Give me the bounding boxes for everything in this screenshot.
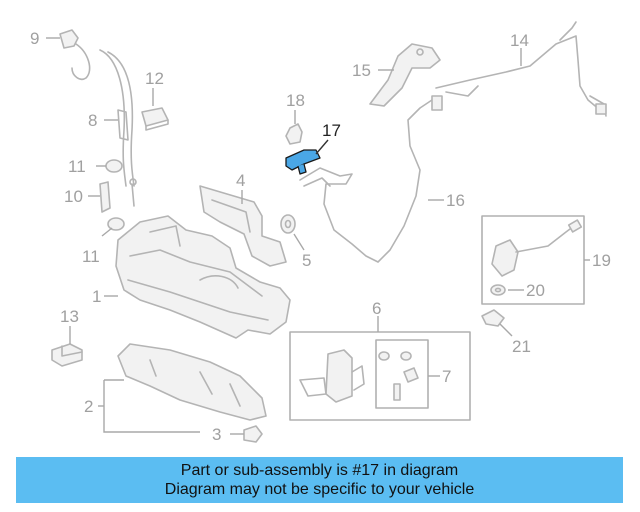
callout-10: 10: [64, 187, 83, 206]
part-9-clip: [59, 29, 135, 187]
info-banner: Part or sub-assembly is #17 in diagram D…: [16, 457, 623, 503]
part-11-clamp-upper: [105, 159, 123, 173]
callout-14: 14: [510, 31, 529, 50]
part-7-box: [375, 339, 429, 409]
part-10-bracket: [99, 181, 111, 213]
part-21-seal: [481, 309, 505, 327]
callout-7: 7: [442, 367, 451, 386]
callout-8: 8: [88, 111, 97, 130]
callout-2: 2: [84, 397, 93, 416]
part-14-wire-harness: [431, 21, 607, 117]
callout-12: 12: [145, 69, 164, 88]
part-16-fuel-line: [299, 99, 433, 263]
part-3-nut: [243, 425, 263, 443]
part-18-clip: [285, 123, 303, 145]
part-12-module: [141, 107, 169, 131]
callout-13: 13: [60, 307, 79, 326]
callout-11-upper: 11: [68, 157, 86, 176]
callout-6: 6: [372, 299, 381, 318]
part-8-tube: [117, 109, 129, 141]
banner-line-2: Diagram may not be specific to your vehi…: [164, 481, 475, 498]
part-13-bracket: [51, 343, 83, 367]
part-4-heat-shield: [199, 185, 287, 267]
callout-21: 21: [512, 337, 531, 356]
callout-11-lower: 11: [82, 247, 100, 266]
part-6-box: [289, 331, 471, 421]
part-5-washer: [280, 214, 296, 234]
banner-line-1: Part or sub-assembly is #17 in diagram: [180, 462, 459, 479]
callout-4: 4: [236, 171, 245, 190]
part-15-bracket: [369, 43, 441, 107]
part-2-skid-plate: [117, 343, 267, 421]
callout-9: 9: [30, 29, 39, 48]
callout-18: 18: [286, 91, 305, 110]
part-11-clamp-lower: [107, 217, 125, 231]
part-1-fuel-tank: [115, 178, 291, 339]
callout-5: 5: [302, 251, 311, 270]
part-17-bracket-highlighted: [285, 149, 321, 175]
callout-16: 16: [446, 191, 465, 210]
callout-19: 19: [592, 251, 611, 270]
callout-15: 15: [352, 61, 371, 80]
callout-20: 20: [526, 281, 545, 300]
part-20-o-ring: [490, 284, 506, 296]
callout-3: 3: [212, 425, 221, 444]
parts-diagram: 9 8 12 11 10 11 1 4: [30, 21, 611, 444]
callout-17: 17: [322, 121, 341, 140]
part-19-box: [481, 215, 585, 305]
callout-1: 1: [92, 287, 101, 306]
